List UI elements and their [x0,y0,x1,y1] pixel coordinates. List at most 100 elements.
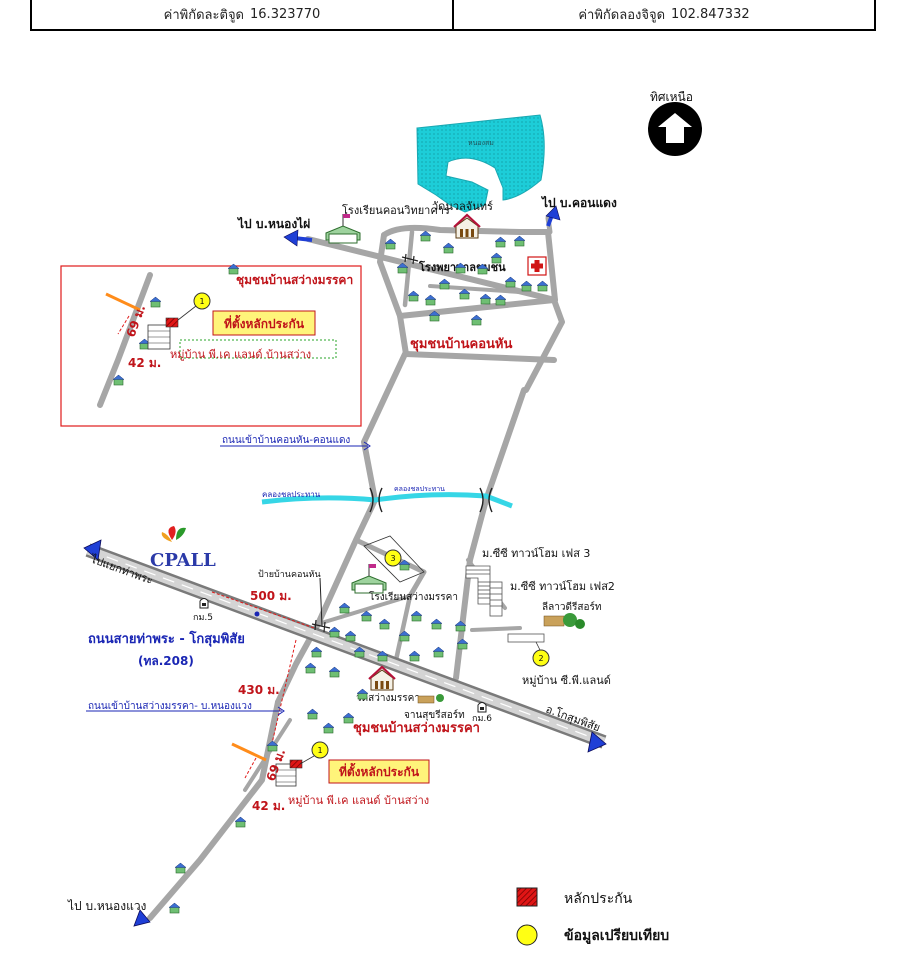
bridge-icon [369,487,383,513]
marker-1-leader [299,755,315,765]
label-school-khon: โรงเรียนคอนวิทยาคาร [342,203,450,217]
school-khon-icon [325,213,361,244]
label-collateral-site: ที่ตั้งหลักประกัน [339,762,420,779]
road-network [97,215,565,921]
marker-2-label: 2 [538,654,543,663]
inset-parcel [147,317,179,350]
label-main-road: ถนนสายท่าพระ - โกสุมพิสัย [88,630,245,647]
inset-community-label: ชุมชนบ้านสว่างมรรคา [236,273,353,288]
arrow-to-tha-phra-icon [83,539,102,561]
inset-frame [60,265,362,427]
collateral-label-box [328,759,430,784]
inset-dist-42: 42 ม. [128,356,161,370]
sign-crossing-icon [311,619,331,633]
label-road-sawang: ถนนเข้าบ้านสว่างมรรคา- บ.หนองแวง [88,700,252,712]
latitude-value: 16.323770 [250,7,321,22]
sign-pointer [319,577,323,627]
label-dist-500: 500 ม. [250,589,292,603]
inset-village-label: หมู่บ้าน พี.เค แลนด์ บ้านสว่าง [170,348,311,361]
resort-lilawadee-icon [543,613,585,629]
inset-dist-69: 69 ม. [124,303,149,339]
legend-collateral-swatch [516,887,538,907]
crossing-icon [401,253,419,265]
north-label: ทิศเหนือ [650,90,693,104]
label-resort-lilawadee: ลีลาวดีรีสอร์ท [542,601,601,613]
townhome-rows-icon [465,565,503,617]
label-to-nong-waeng: ไป บ.หนองแวง [67,899,146,913]
marker-2 [532,649,550,667]
label-resort-chan: จานสุขรีสอร์ท [404,709,465,721]
label-road-khon-han: ถนนเข้าบ้านคอนหัน-คอนแดง [222,434,350,446]
marker-2-leader [535,641,541,651]
label-village-pd-land: หมู่บ้าน ซี.พี.แลนด์ [522,674,611,687]
cpall-logo [161,526,186,542]
marker-1-label: 1 [317,746,322,755]
orange-line [231,742,267,762]
km5-dot [254,611,260,617]
inset-marker-1-label: 1 [199,297,204,306]
label-to-khon-daeng: ไป บ.คอนแดง [540,195,617,210]
label-km5: กม.5 [193,613,213,623]
label-community-khon-han: ชุมชนบ้านคอนหัน [410,336,513,352]
longitude-value: 102.847332 [671,7,750,22]
school-sawang-icon [351,563,387,594]
marker-1 [311,741,329,759]
label-community-sawang: ชุมชนบ้านสว่างมรรคา [353,720,480,736]
label-sign-khon-han: ป้ายบ้านคอนหัน [258,569,321,580]
temple-wanlachan-icon [452,213,482,240]
arrow-to-nong-phai-icon [283,229,313,247]
latitude-cell: ค่าพิกัดละติจูด 16.323770 [32,0,452,29]
canal-label-1: คลองชลประทาน [262,490,321,499]
coordinate-header: ค่าพิกัดละติจูด 16.323770 ค่าพิกัดลองจิจ… [30,0,876,31]
resort-chan-icon [417,694,444,704]
legend-collateral-label: หลักประกัน [564,891,633,907]
arrow-to-nong-waeng-icon [133,909,151,927]
marker-3-label: 3 [390,554,395,563]
irrigation-canal [261,492,513,509]
inset-village-frame [179,339,337,359]
inset-orange-line [105,292,141,312]
legend-comparable-label: ข้อมูลเปรียบเทียบ [564,928,669,944]
inset-marker-1 [193,292,211,310]
marker-3 [384,549,402,567]
road-khon-han-arrow-icon [363,441,371,451]
label-village-cc2: ม.ซีซี ทาวน์โฮม เฟส2 [510,579,615,593]
inset-collateral-label: ที่ตั้งหลักประกัน [224,314,305,331]
label-wat-sawang: วัดสว่างมรรคา [356,693,420,704]
label-dist-430: 430 ม. [238,683,280,697]
road-sawang-arrow-icon [277,706,285,716]
highway-208 [85,543,607,749]
latitude-label: ค่าพิกัดละติจูด [163,8,245,23]
label-to-nong-phai: ไป บ.หนองไผ่ [236,216,310,231]
label-village-cc3: ม.ซีซี ทาวน์โฮม เฟส 3 [482,546,590,560]
hospital-icon [527,256,547,276]
label-village-pk-land: หมู่บ้าน พี.เค แลนด์ บ้านสว่าง [288,794,429,807]
longitude-label: ค่าพิกัดลองจิจูด [578,8,666,23]
label-cpall: CPALL [150,550,216,571]
north-arrow-icon [648,102,702,156]
label-main-road-code: (ทล.208) [138,654,194,668]
comparable-3-parcel [363,535,425,583]
inset-marker-leader [177,305,197,321]
houses-south [168,559,469,914]
townhome-row-2 [507,633,545,643]
dist-500-line [211,591,315,629]
pond-label: หนองสม [468,139,494,147]
longitude-cell: ค่าพิกัดลองจิจูด 102.847332 [452,0,874,29]
inset-dist-line [117,315,130,335]
dist-69-line [244,757,257,779]
km5-post-icon [199,598,209,609]
label-wat-wanlachan: วัดนวลจันทร์ [432,200,493,213]
legend: หลักประกัน ข้อมูลเปรียบเทียบ [516,887,669,946]
pond [416,114,545,213]
label-km6: กม.6 [472,714,492,724]
label-dist-42: 42 ม. [252,799,285,813]
dist-430-line [269,639,297,753]
inset-collateral-box [212,310,316,336]
legend-comparable-swatch [516,924,538,946]
km6-post-icon [477,702,487,713]
arrow-to-khon-daeng-icon [545,205,561,227]
bridge-icon [479,487,493,513]
collateral-parcel [275,759,303,787]
